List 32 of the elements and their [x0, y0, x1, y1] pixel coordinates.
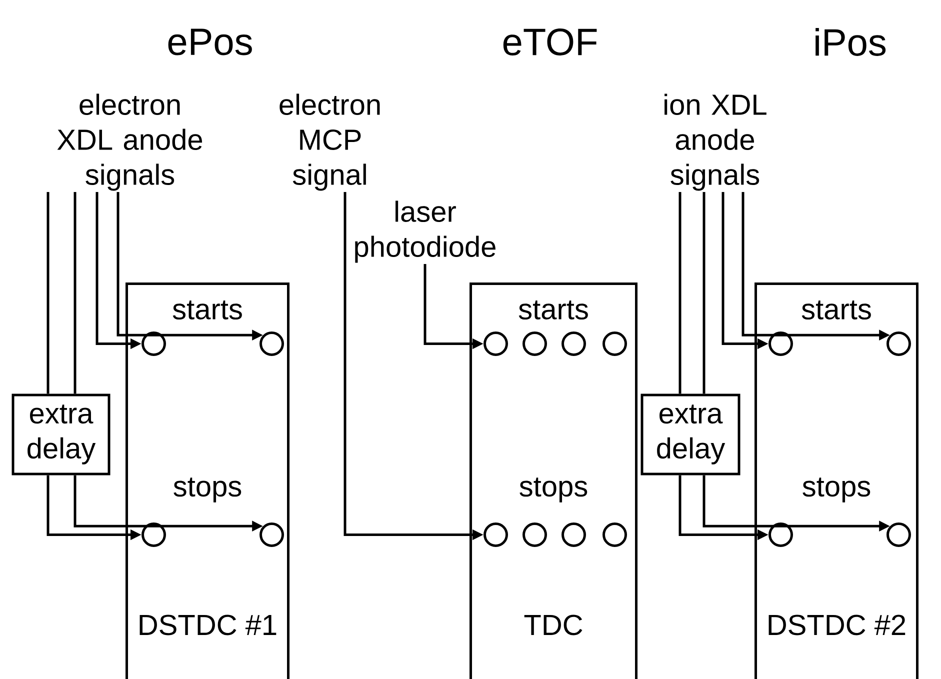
input-connector	[768, 331, 793, 356]
detector-heading: ePos	[168, 28, 252, 56]
input-connector	[562, 522, 586, 547]
input-connector	[260, 522, 284, 547]
module-box: starts stops TDC	[470, 282, 638, 679]
input-connector	[484, 331, 508, 356]
signal-line	[678, 192, 682, 394]
delay-box: extra delay	[12, 394, 110, 476]
signal-label: laser photodiode	[355, 200, 496, 263]
input-connector	[260, 331, 284, 356]
signal-line	[74, 192, 76, 394]
input-connector	[768, 522, 793, 547]
input-connector	[484, 522, 508, 547]
signal-label: electron XDL anode signals	[57, 94, 202, 191]
module-box: starts stops DSTDC #1	[126, 282, 290, 679]
signal-label: electron MCP signal	[280, 94, 380, 191]
detector-heading: eTOF	[503, 28, 597, 56]
input-connector	[522, 522, 547, 547]
delay-box: extra delay	[640, 394, 740, 476]
input-connector	[602, 522, 627, 547]
input-connector	[886, 331, 911, 356]
input-connector	[522, 331, 547, 356]
input-connector	[886, 522, 911, 547]
input-connector	[602, 331, 627, 356]
input-connector	[562, 331, 586, 356]
input-connector	[142, 522, 166, 547]
signal-line	[702, 192, 706, 394]
detector-heading: iPos	[816, 28, 886, 56]
signal-label: ion XDL anode signals	[664, 94, 766, 191]
input-connector	[142, 331, 166, 356]
module-box: starts stops DSTDC #2	[754, 282, 918, 679]
signal-line	[46, 192, 50, 394]
